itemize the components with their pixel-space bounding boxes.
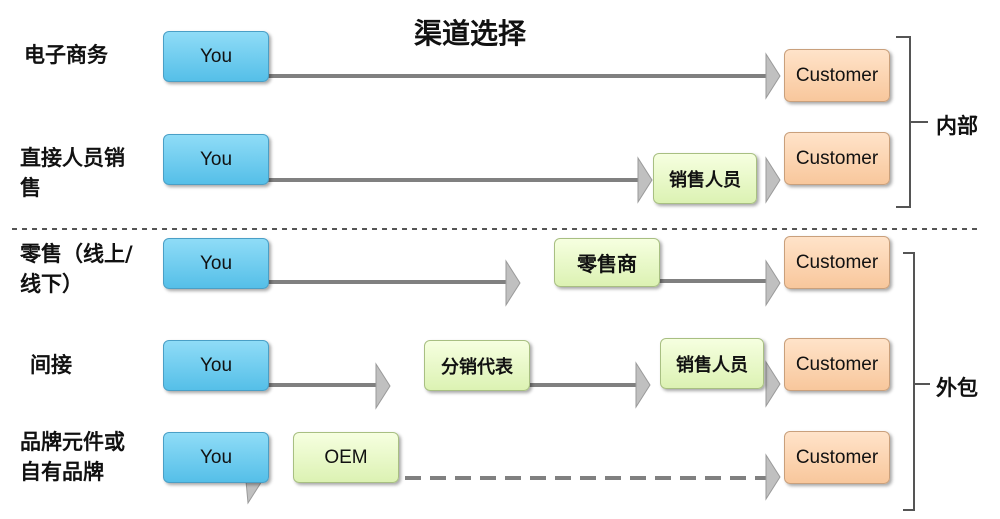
arrowhead xyxy=(505,259,521,307)
brace-outsourced xyxy=(903,252,930,511)
arrowhead xyxy=(765,360,781,408)
row-label-ecommerce: 电子商务 xyxy=(24,43,108,67)
source-box: You xyxy=(163,238,269,289)
group-label-internal: 内部 xyxy=(936,114,978,138)
target-box-customer: Customer xyxy=(784,49,890,102)
target-box-customer: Customer xyxy=(784,431,890,484)
intermediary-box-sales-rep: 销售人员 xyxy=(653,153,757,204)
brace-internal xyxy=(896,36,928,208)
source-box: You xyxy=(163,340,269,391)
arrowhead xyxy=(765,156,781,204)
row-label-oem: 品牌元件或自有品牌 xyxy=(20,430,125,484)
row-label-direct-sales: 直接人员销售 xyxy=(20,146,125,200)
arrowhead xyxy=(637,156,653,204)
arrowhead xyxy=(765,52,781,100)
intermediary-box-sales-rep: 销售人员 xyxy=(660,338,764,389)
target-box-customer: Customer xyxy=(784,338,890,391)
source-box: You xyxy=(163,134,269,185)
row-label-retail: 零售（线上/线下） xyxy=(20,242,133,296)
arrowhead xyxy=(635,361,651,409)
source-box: You xyxy=(163,432,269,483)
arrowhead xyxy=(765,453,781,501)
target-box-customer: Customer xyxy=(784,132,890,185)
arrowhead xyxy=(375,362,391,410)
intermediary-box-retailer: 零售商 xyxy=(554,238,660,287)
row-label-indirect: 间接 xyxy=(30,353,72,377)
target-box-customer: Customer xyxy=(784,236,890,289)
intermediary-box-oem: OEM xyxy=(293,432,399,483)
group-label-outsourced: 外包 xyxy=(936,376,978,400)
source-box: You xyxy=(163,31,269,82)
speech-tail xyxy=(245,480,263,505)
intermediary-box-distributor: 分销代表 xyxy=(424,340,530,391)
diagram-title: 渠道选择 xyxy=(413,17,526,50)
arrowhead xyxy=(765,259,781,307)
